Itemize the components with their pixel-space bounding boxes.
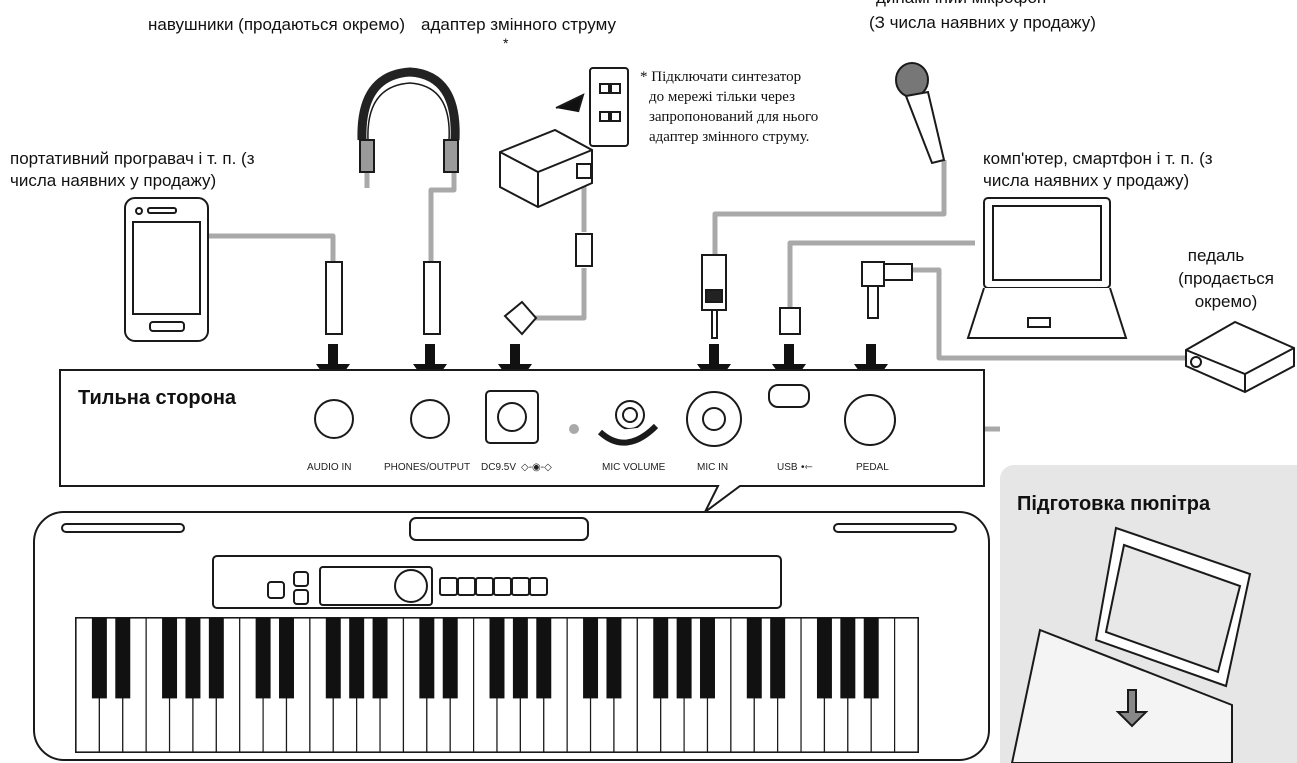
headphones-label: навушники (продаються окремо) <box>148 15 406 34</box>
adapter-note-line4: адаптер змінного струму. <box>649 129 810 145</box>
player-cable <box>208 233 336 262</box>
black-key <box>91 618 107 699</box>
connection-arrows <box>316 344 888 388</box>
black-key <box>255 618 271 699</box>
player-label-line2: числа наявних у продажу) <box>10 171 217 190</box>
black-key <box>512 618 528 699</box>
computer-icon <box>779 197 1128 339</box>
player-label-line1: портативний програвач і т. п. (з <box>10 149 255 168</box>
portable-player-icon <box>124 197 209 342</box>
black-key <box>746 618 762 699</box>
pedal-icon <box>861 261 1295 394</box>
black-key <box>325 618 341 699</box>
pedal-cable <box>912 267 1190 361</box>
arrow-usb <box>772 344 806 388</box>
plug-jacks <box>325 261 441 335</box>
computer-label-line2: числа наявних у продажу) <box>983 171 1190 190</box>
black-key <box>372 618 388 699</box>
back-side-title: Тильна сторона <box>78 387 237 409</box>
black-key <box>489 618 505 699</box>
port-label-phones: PHONES/OUTPUT <box>384 462 470 473</box>
black-key <box>770 618 786 699</box>
ac-adapter-icon <box>499 67 629 336</box>
black-key <box>536 618 552 699</box>
arrow-phones <box>413 344 447 388</box>
black-key <box>606 618 622 699</box>
arrow-dc <box>498 344 532 388</box>
stand-pointer-dot <box>569 424 579 434</box>
computer-label-line1: комп'ютер, смартфон і т. п. (з <box>983 149 1213 168</box>
pedal-socket <box>844 394 896 446</box>
black-key <box>700 618 715 699</box>
arrow-pedal <box>854 344 888 388</box>
audio-in-socket <box>314 399 354 439</box>
headphone-cable <box>428 168 457 262</box>
adapter-note-line2: до мережі тільки через <box>649 89 796 105</box>
microphone-icon <box>701 62 946 339</box>
black-key <box>419 618 435 699</box>
white-key <box>894 617 919 753</box>
port-label-mic-in: MIC IN <box>697 462 728 473</box>
music-stand-title: Підготовка пюпітра <box>1017 493 1211 515</box>
black-key <box>185 618 201 699</box>
headphones-icon <box>357 67 460 173</box>
black-key <box>349 618 365 699</box>
ac-adapter-asterisk: * <box>503 35 509 51</box>
pedal-label-line2: (продається <box>1178 269 1274 288</box>
black-key <box>442 618 458 699</box>
usb-socket <box>768 384 810 408</box>
player-plug-icon <box>325 261 343 335</box>
black-key <box>863 618 879 699</box>
adapter-note-line1: * Підключати синтезатор <box>640 69 802 85</box>
headphone-plug-icon <box>423 261 441 335</box>
black-key <box>676 618 692 699</box>
music-stand-slot <box>409 517 589 541</box>
black-key <box>840 618 856 699</box>
music-stand-icon <box>1010 526 1252 763</box>
mic-cable <box>712 160 947 255</box>
black-key <box>653 618 669 699</box>
arrow-audio-in <box>316 344 350 388</box>
microphone-label-line2: (З числа наявних у продажу) <box>869 13 1096 32</box>
port-label-dc: DC9.5V <box>481 462 516 473</box>
port-label-audio-in: AUDIO IN <box>307 462 351 473</box>
black-key <box>816 618 832 699</box>
microphone-label-line1: динамічний мікрофон <box>876 0 1046 8</box>
black-key <box>115 618 131 699</box>
phones-socket <box>410 399 450 439</box>
port-label-pedal: PEDAL <box>856 462 889 473</box>
black-key <box>208 618 224 699</box>
usb-symbol-icon: •⇽ <box>801 462 813 473</box>
port-label-mic-volume: MIC VOLUME <box>602 462 666 473</box>
keyboard-keys <box>75 617 919 753</box>
pedal-label-line3: окремо) <box>1194 292 1258 311</box>
pedal-label-line1: педаль <box>1187 246 1245 265</box>
adapter-note-line3: запропонований для нього <box>649 109 819 125</box>
jack-sockets <box>314 384 896 447</box>
dc-polarity-icon: ◇-◉-◇ <box>521 462 552 473</box>
black-key <box>279 618 294 699</box>
arrow-mic <box>697 344 731 388</box>
ac-adapter-label: адаптер змінного струму <box>421 15 616 34</box>
black-key <box>162 618 178 699</box>
port-label-usb: USB <box>777 462 798 473</box>
usb-cable <box>787 240 975 308</box>
black-key <box>583 618 599 699</box>
